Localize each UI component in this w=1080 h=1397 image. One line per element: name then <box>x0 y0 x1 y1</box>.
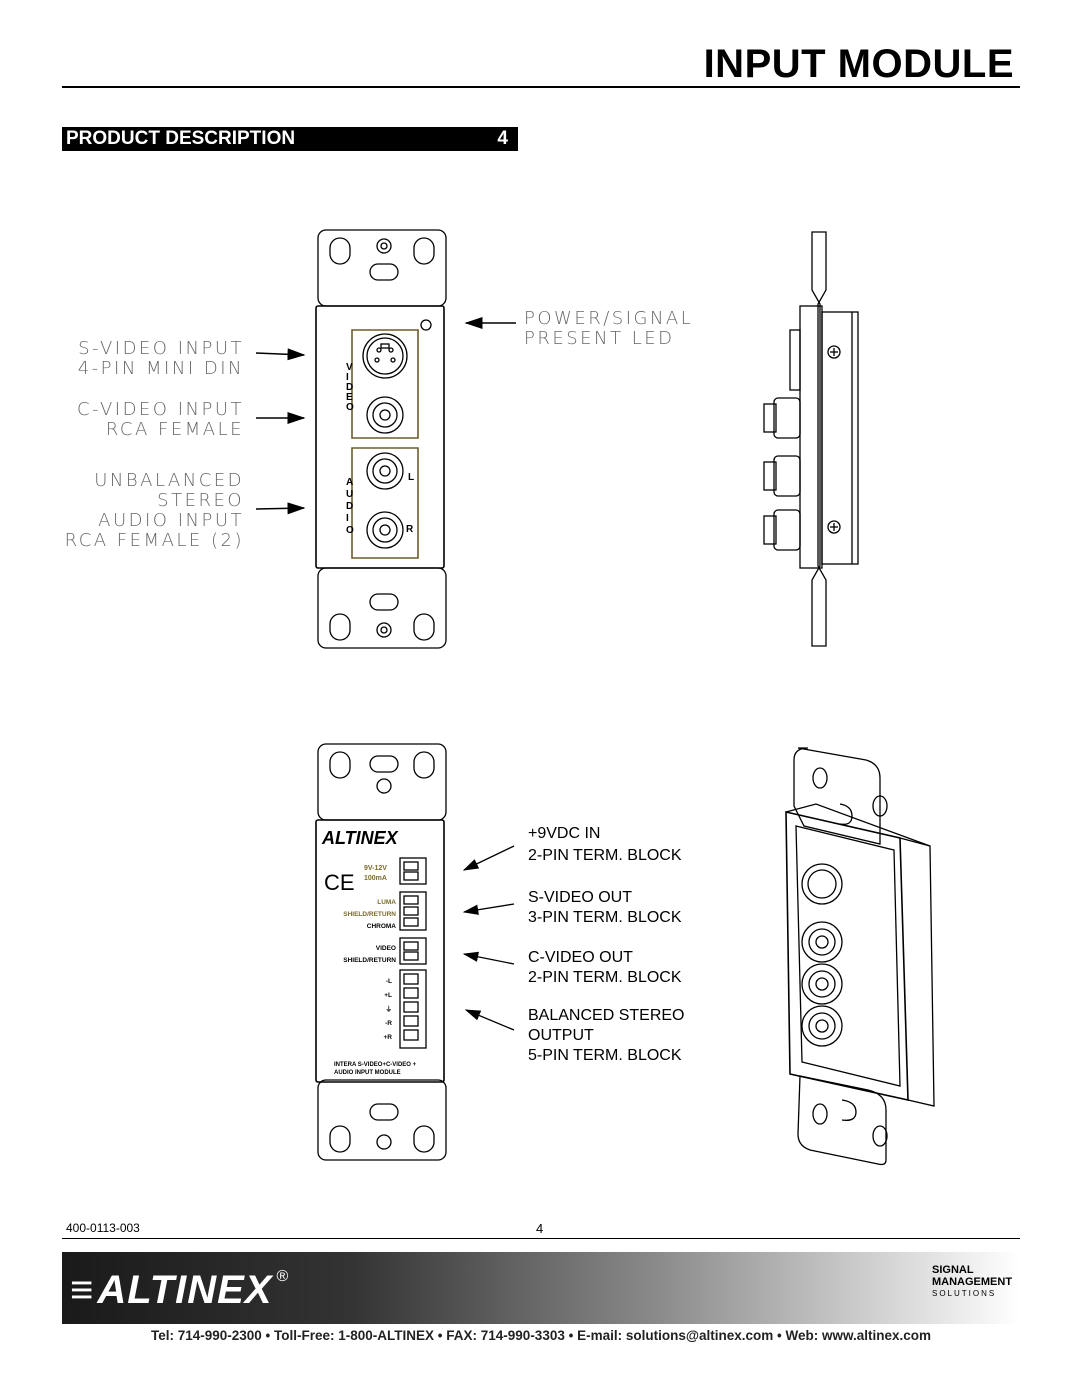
svg-text:-R: -R <box>385 1020 392 1027</box>
brand-logo: ≡ALTINEX® <box>70 1268 290 1312</box>
svg-text:D: D <box>346 501 353 512</box>
svg-text:+R: +R <box>384 1034 393 1041</box>
svg-text:R: R <box>406 524 414 535</box>
product-drawings: V I D E O A U D I O L R POWER/SIGNAL PRE… <box>65 229 935 1166</box>
title-divider <box>62 86 1020 88</box>
led-label-line1: POWER/SIGNAL <box>524 308 693 329</box>
svg-text:5-PIN TERM. BLOCK: 5-PIN TERM. BLOCK <box>528 1047 682 1064</box>
svg-text:VIDEO: VIDEO <box>376 945 396 952</box>
cvideo-label-line1: C-VIDEO INPUT <box>77 399 244 420</box>
signal-management-badge: SIGNAL MANAGEMENT SOLUTIONS <box>932 1264 1013 1298</box>
svg-text:C-VIDEO OUT: C-VIDEO OUT <box>528 949 633 966</box>
front-plate-drawing <box>315 229 447 649</box>
audio-label-line1: UNBALANCED <box>94 470 244 491</box>
svg-text:V: V <box>346 362 353 373</box>
rear-plate-print: ALTINEX CE 9V-12V 100mA LUMA SHIELD/RETU… <box>321 828 417 1076</box>
svg-text:I: I <box>346 372 349 383</box>
section-number: 4 <box>497 128 508 149</box>
svideo-label-line1: S-VIDEO INPUT <box>78 338 244 359</box>
svg-text:E: E <box>346 392 353 403</box>
led-label-line2: PRESENT LED <box>524 328 674 349</box>
svg-text:OUTPUT: OUTPUT <box>528 1027 594 1044</box>
side-view-drawing <box>763 231 859 647</box>
svg-text:SHIELD/RETURN: SHIELD/RETURN <box>343 957 396 964</box>
page-title: INPUT MODULE <box>703 42 1014 86</box>
svg-text:S-VIDEO OUT: S-VIDEO OUT <box>528 889 632 906</box>
audio-label-line3: AUDIO INPUT <box>98 510 244 531</box>
cvideo-label-line2: RCA FEMALE <box>106 419 244 440</box>
svg-text:100mA: 100mA <box>364 875 387 882</box>
contact-info: Tel: 714-990-2300 • Toll-Free: 1-800-ALT… <box>150 1328 932 1343</box>
page-number: 4 <box>536 1221 544 1236</box>
rear-plate-drawing <box>315 743 447 1161</box>
footer-banner <box>62 1252 1020 1324</box>
svg-text:LUMA: LUMA <box>377 899 396 906</box>
svg-text:⏚: ⏚ <box>386 1005 393 1013</box>
audio-label-line4: RCA FEMALE (2) <box>65 530 244 551</box>
svg-text:2-PIN TERM. BLOCK: 2-PIN TERM. BLOCK <box>528 969 682 986</box>
audio-label-line2: STEREO <box>157 490 244 511</box>
svg-text:O: O <box>346 525 354 536</box>
svg-text:+L: +L <box>384 992 392 999</box>
section-header: PRODUCT DESCRIPTION 4 <box>62 127 518 151</box>
svg-text:INTERA S-VIDEO+C-VIDEO +: INTERA S-VIDEO+C-VIDEO + <box>334 1062 417 1068</box>
svg-text:I: I <box>346 513 349 524</box>
svideo-label-line2: 4-PIN MINI DIN <box>78 358 244 379</box>
svg-text:D: D <box>346 382 353 393</box>
rear-callouts: +9VDC IN 2-PIN TERM. BLOCK S-VIDEO OUT 3… <box>462 825 684 1064</box>
svg-text:L: L <box>408 472 414 483</box>
doc-number: 400-0113-003 <box>66 1221 140 1235</box>
svg-text:3-PIN TERM. BLOCK: 3-PIN TERM. BLOCK <box>528 909 682 926</box>
svg-text:A: A <box>346 477 353 488</box>
svg-text:2-PIN TERM. BLOCK: 2-PIN TERM. BLOCK <box>528 847 682 864</box>
footer-divider <box>62 1238 1020 1239</box>
svg-text:SHIELD/RETURN: SHIELD/RETURN <box>343 911 396 918</box>
svg-text:AUDIO INPUT MODULE: AUDIO INPUT MODULE <box>334 1070 401 1076</box>
ce-mark: CE <box>324 870 355 895</box>
svg-text:9V-12V: 9V-12V <box>364 865 387 872</box>
section-title: PRODUCT DESCRIPTION <box>66 128 296 149</box>
svg-text:-L: -L <box>386 978 392 985</box>
brand-mark-icon: ≡ <box>70 1268 93 1312</box>
svg-text:CHROMA: CHROMA <box>367 923 397 930</box>
svg-text:O: O <box>346 402 354 413</box>
front-group-letters: V I D E O A U D I O L R <box>346 362 414 536</box>
svg-text:BALANCED STEREO: BALANCED STEREO <box>528 1007 684 1024</box>
svg-text:U: U <box>346 489 353 500</box>
plate-brand: ALTINEX <box>321 828 399 848</box>
svg-text:+9VDC IN: +9VDC IN <box>528 825 600 842</box>
perspective-view-drawing <box>785 747 935 1166</box>
front-callouts: POWER/SIGNAL PRESENT LED S-VIDEO INPUT 4… <box>65 308 693 551</box>
